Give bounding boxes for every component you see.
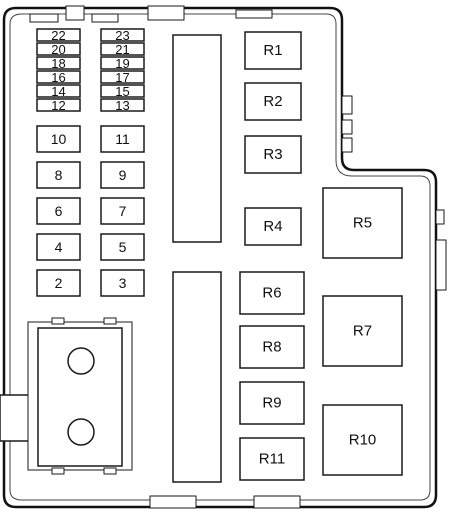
connector-block bbox=[27, 317, 133, 475]
small-fuse bbox=[36, 56, 81, 70]
svg-text:R5: R5 bbox=[353, 215, 372, 232]
fuse-9: 9 bbox=[100, 161, 145, 189]
svg-text:R8: R8 bbox=[262, 339, 281, 356]
svg-text:5: 5 bbox=[119, 239, 127, 255]
fuse-3: 3 bbox=[100, 269, 145, 297]
housing-inner bbox=[9, 13, 431, 501]
housing-tab bbox=[235, 9, 273, 19]
fuse-2: 2 bbox=[36, 269, 81, 297]
small-fuse bbox=[36, 42, 81, 56]
relay-r2: R2 bbox=[244, 82, 302, 121]
housing-tab bbox=[253, 495, 301, 509]
svg-text:6: 6 bbox=[55, 203, 63, 219]
empty-slot-lower bbox=[172, 271, 222, 483]
fuse-label: 21 bbox=[115, 42, 129, 57]
small-fuse-block-right: 23 21 19 17 15 13 bbox=[100, 28, 145, 113]
svg-text:R6: R6 bbox=[262, 285, 281, 302]
fuse-8: 8 bbox=[36, 161, 81, 189]
fuse-label: 16 bbox=[51, 70, 65, 85]
fuse-6: 6 bbox=[36, 197, 81, 225]
svg-text:7: 7 bbox=[119, 203, 127, 219]
svg-text:R9: R9 bbox=[262, 395, 281, 412]
svg-text:R11: R11 bbox=[259, 451, 285, 468]
small-fuse-block-left: 22 20 18 16 14 12 bbox=[36, 28, 81, 113]
fuse-4: 4 bbox=[36, 233, 81, 261]
small-fuse bbox=[100, 84, 145, 98]
terminal-hole bbox=[67, 347, 95, 375]
fuse-label: 14 bbox=[51, 84, 65, 99]
svg-text:R3: R3 bbox=[263, 146, 282, 163]
small-fuse bbox=[100, 98, 145, 112]
small-fuse bbox=[36, 70, 81, 84]
svg-text:R10: R10 bbox=[349, 432, 377, 449]
svg-text:R4: R4 bbox=[263, 218, 282, 235]
small-fuse bbox=[36, 98, 81, 112]
svg-text:8: 8 bbox=[55, 167, 63, 183]
fuse-11: 11 bbox=[100, 125, 145, 153]
fuse-7: 7 bbox=[100, 197, 145, 225]
housing-tab bbox=[91, 13, 119, 23]
housing-tab bbox=[147, 5, 185, 21]
svg-text:3: 3 bbox=[119, 275, 127, 291]
empty-slot-upper bbox=[172, 34, 222, 243]
fuse-5: 5 bbox=[100, 233, 145, 261]
terminal-hole bbox=[67, 418, 95, 446]
fuse-label: 18 bbox=[51, 56, 65, 71]
fuse-label: 17 bbox=[115, 70, 129, 85]
fuse-label: 20 bbox=[51, 42, 65, 57]
fuse-label: 22 bbox=[51, 28, 65, 43]
relay-r10: R10 bbox=[322, 404, 403, 476]
svg-text:R7: R7 bbox=[353, 323, 372, 340]
small-fuse bbox=[100, 70, 145, 84]
fuse-label: 15 bbox=[115, 84, 129, 99]
housing-tab bbox=[341, 95, 353, 115]
svg-text:2: 2 bbox=[55, 275, 63, 291]
svg-text:9: 9 bbox=[119, 167, 127, 183]
housing-tab bbox=[341, 119, 353, 135]
svg-text:10: 10 bbox=[51, 131, 67, 147]
housing-tab bbox=[65, 5, 85, 21]
svg-text:R1: R1 bbox=[263, 42, 282, 59]
relay-r11: R11 bbox=[239, 437, 305, 481]
svg-text:11: 11 bbox=[115, 131, 130, 147]
small-fuse bbox=[100, 28, 145, 42]
relay-r6: R6 bbox=[239, 271, 305, 315]
svg-text:R2: R2 bbox=[263, 93, 282, 110]
svg-text:4: 4 bbox=[55, 239, 63, 255]
fuse-label: 13 bbox=[115, 98, 129, 113]
housing-tab bbox=[29, 13, 59, 23]
fuse-label: 19 bbox=[115, 56, 129, 71]
relay-r4: R4 bbox=[244, 207, 302, 246]
housing-tab bbox=[149, 495, 197, 509]
small-fuse bbox=[100, 56, 145, 70]
fuse-label: 23 bbox=[115, 28, 129, 43]
relay-r1: R1 bbox=[244, 31, 302, 70]
relay-r3: R3 bbox=[244, 135, 302, 174]
housing-outer bbox=[2, 6, 438, 509]
relay-r9: R9 bbox=[239, 381, 305, 425]
small-fuse bbox=[36, 28, 81, 42]
small-fuse bbox=[100, 42, 145, 56]
relay-r8: R8 bbox=[239, 325, 305, 369]
housing-tab bbox=[435, 239, 447, 291]
housing-tab bbox=[435, 209, 445, 225]
small-fuse bbox=[36, 84, 81, 98]
relay-r7: R7 bbox=[322, 295, 403, 367]
relay-r5: R5 bbox=[322, 187, 403, 259]
housing-tab bbox=[341, 137, 353, 153]
fuse-10: 10 bbox=[36, 125, 81, 153]
fuse-label: 12 bbox=[51, 98, 65, 113]
